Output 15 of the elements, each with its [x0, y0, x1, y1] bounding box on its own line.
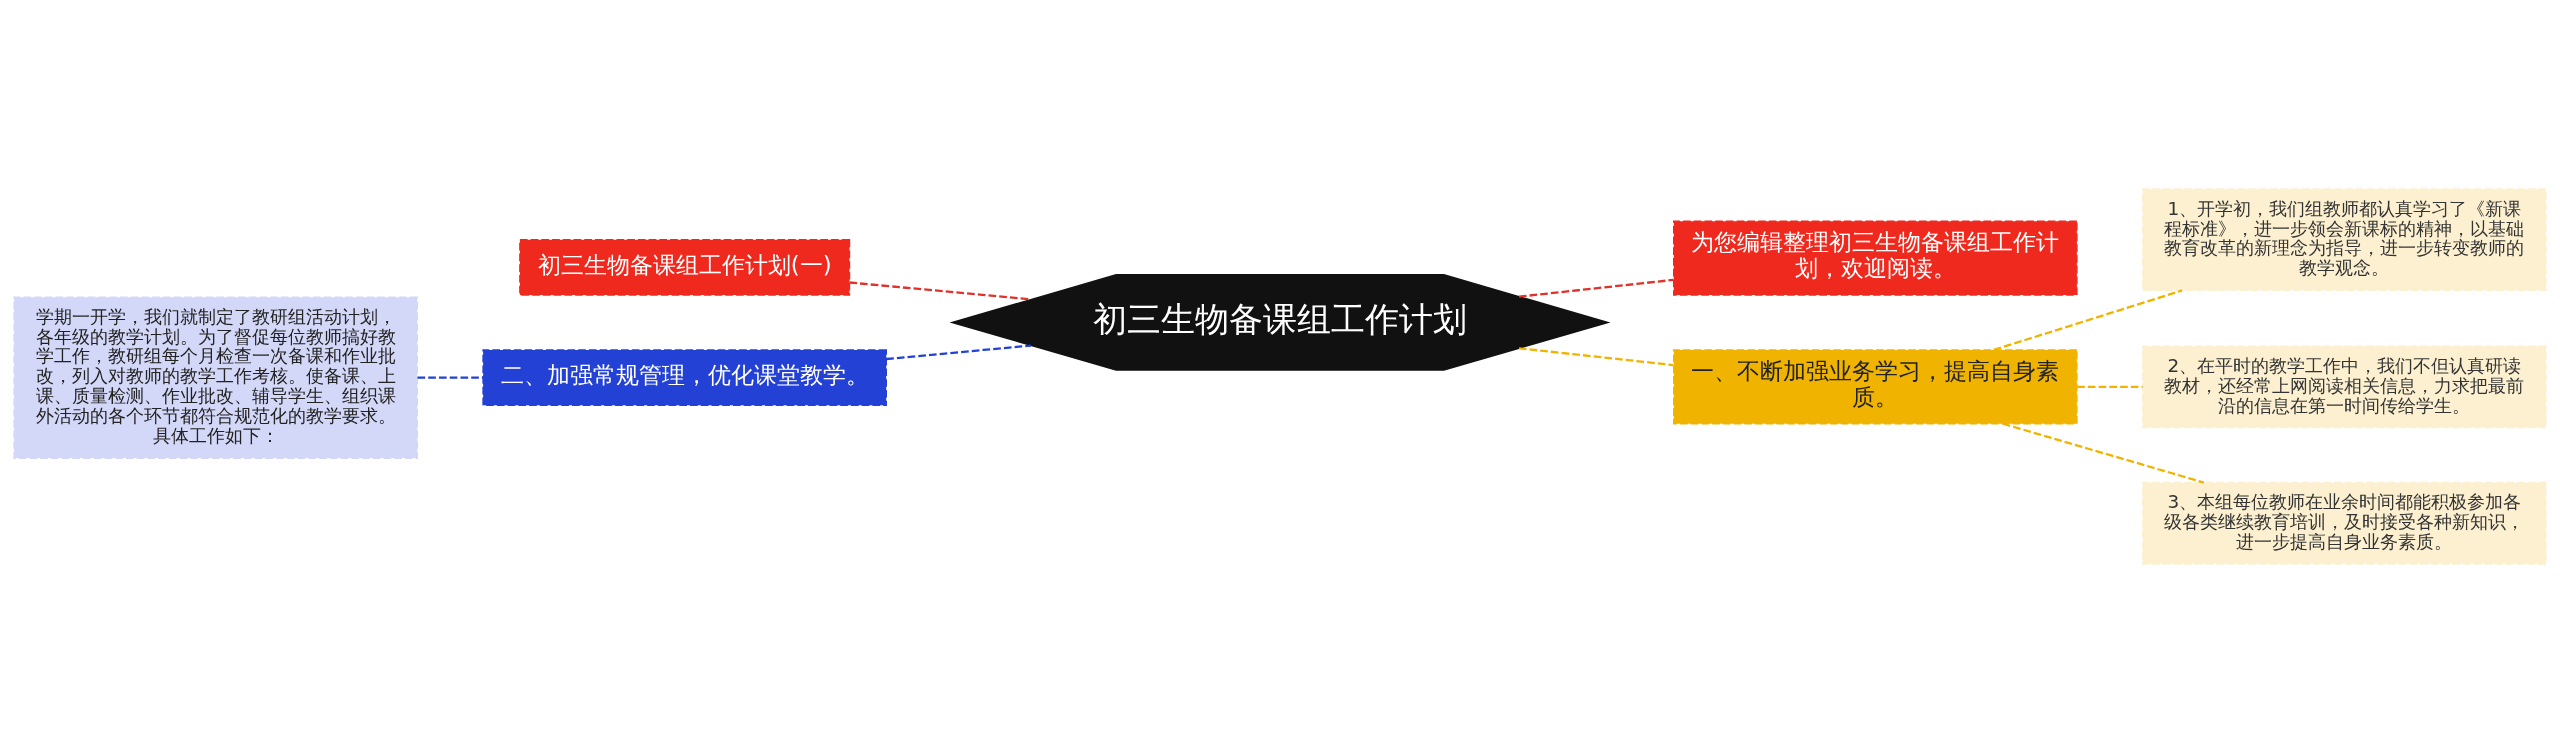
- node-box: 1、开学初，我们组教师都认真学习了《新课程标准》，进一步领会新课标的精神，以基础教育改革的新理念为指导，进一步转变教师的教学观念。: [2142, 187, 2547, 291]
- node-box: 3、本组每位教师在业余时间都能积极参加各级各类继续教育培训，及时接受各种新知识，进一步提高自身业务素质。: [2142, 481, 2547, 565]
- node-box: 一、不断加强业务学习，提高自身素质。: [1673, 348, 2078, 424]
- node-box: 2、在平时的教学工作中，我们不但认真研读教材，还经常上网阅读相关信息，力求把最前沿的信息在第一时间传给学生。: [2142, 344, 2547, 428]
- node-box: 学期一开学，我们就制定了教研组活动计划，各年级的教学计划。为了督促每位教师搞好教学工作，教研组每个月检查一次备课和作业批改，列入对教师的教学工作考核。使备课、上课、质量检测、作业批改、辅导学生、组织课外活动的各个环节都符合规范化的教学要求。具体工作如下：: [13, 295, 418, 459]
- connector: [1518, 346, 1674, 366]
- connector: [417, 376, 483, 379]
- connector: [1518, 278, 1674, 298]
- connector: [2077, 385, 2143, 388]
- connector: [1993, 288, 2183, 351]
- node-box: 为您编辑整理初三生物备课组工作计划，欢迎阅读。: [1673, 220, 2078, 296]
- node-box: 二、加强常规管理，优化课堂教学。: [482, 348, 887, 406]
- connector: [886, 343, 1032, 360]
- node-box: 初三生物备课组工作计划(一): [519, 238, 851, 296]
- connector: [2002, 422, 2205, 484]
